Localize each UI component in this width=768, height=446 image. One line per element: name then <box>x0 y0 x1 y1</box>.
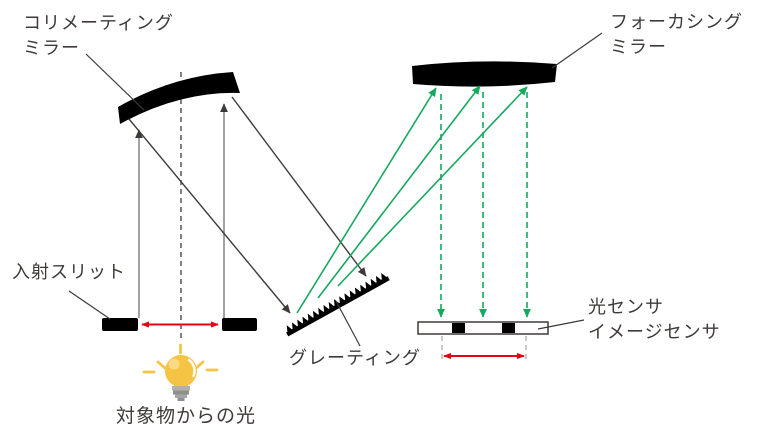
image-sensor-shape <box>417 321 549 335</box>
bulb-base <box>172 386 190 401</box>
label-focusing-mirror-line1: フォーカシング <box>610 12 743 32</box>
leader-lines <box>68 32 603 347</box>
label-sensor: 光センサ イメージセンサ <box>588 295 721 345</box>
label-grating: グレーティング <box>289 348 421 368</box>
grating-shape <box>286 272 390 337</box>
leader-entrance-slit <box>68 290 111 320</box>
label-entrance-slit: 入射スリット <box>12 262 126 282</box>
slit-bar-right <box>222 318 257 331</box>
sensor-pixel-left <box>452 323 465 333</box>
label-sensor-line1: 光センサ <box>588 297 664 317</box>
collimating-mirror-shape <box>118 72 240 124</box>
leader-sensor <box>537 319 585 330</box>
collimated-rays <box>128 96 367 314</box>
leader-grating <box>335 300 361 347</box>
diffracted-rays <box>296 85 528 314</box>
label-light-source: 対象物からの光 <box>116 406 257 427</box>
sensor-pixel-right <box>502 323 515 333</box>
light-bulb-icon <box>142 343 219 401</box>
entrance-slit-shape <box>102 318 257 331</box>
incoming-rays <box>135 103 228 318</box>
label-collimating-mirror-line1: コリメーティング <box>23 13 174 33</box>
label-collimating-mirror-line2: ミラー <box>23 37 80 58</box>
sensor-extent-guides <box>441 336 527 361</box>
label-focusing-mirror: フォーカシング ミラー <box>610 10 743 60</box>
bulb-glass <box>165 355 197 387</box>
label-collimating-mirror: コリメーティング ミラー <box>23 11 174 61</box>
focused-rays-dashed <box>437 92 531 318</box>
label-focusing-mirror-line2: ミラー <box>610 36 667 57</box>
focusing-mirror-shape <box>412 61 557 87</box>
slit-bar-left <box>102 318 138 331</box>
label-sensor-line2: イメージセンサ <box>588 321 721 342</box>
leader-focusing-mirror <box>551 32 603 69</box>
leader-collimating-mirror <box>85 53 145 111</box>
